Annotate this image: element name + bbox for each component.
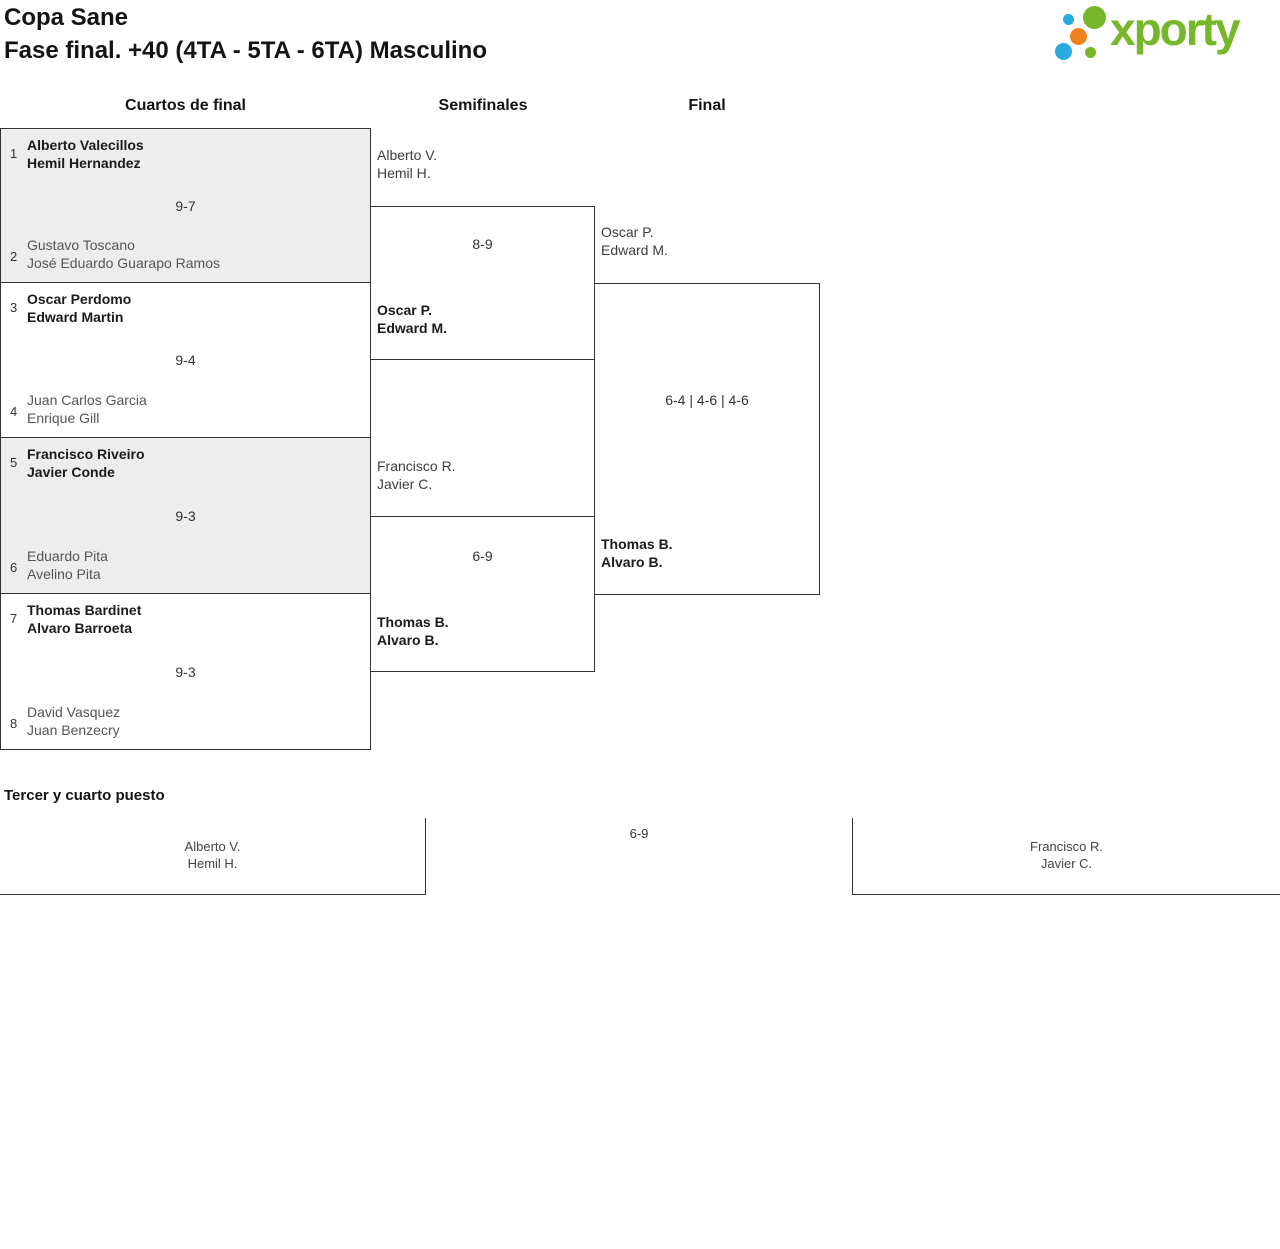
team-name: Alberto V. Hemil H. (377, 146, 437, 182)
match-score: 9-3 (175, 507, 196, 524)
xporty-logo[interactable]: xporty (1046, 0, 1280, 70)
player-name: Edward M. (601, 242, 668, 258)
player-name: Alberto V. (184, 839, 241, 854)
player-name: Oscar P. (601, 224, 654, 240)
team-name: David Vasquez Juan Benzecry (27, 703, 120, 739)
final-match-score: 6-4 | 4-6 | 4-6 (665, 392, 749, 408)
final-match-connector (594, 283, 820, 595)
match-score: 9-7 (175, 197, 196, 214)
logo-dot-green-small-icon (1085, 47, 1096, 58)
match-score: 9-3 (175, 663, 196, 680)
qf-match-3: 5 Francisco Riveiro Javier Conde 9-3 Edu… (0, 438, 371, 594)
team-name: Gustavo Toscano José Eduardo Guarapo Ram… (27, 236, 220, 272)
match-score: 8-9 (472, 236, 493, 252)
player-name: Alberto V. (377, 147, 438, 163)
player-name: José Eduardo Guarapo Ramos (27, 255, 220, 271)
page-title-block: Copa Sane Fase final. +40 (4TA - 5TA - 6… (4, 1, 487, 67)
player-name: Hemil Hernandez (27, 155, 141, 171)
player-name: Enrique Gill (27, 410, 100, 426)
logo-dot-blue-small-icon (1063, 14, 1074, 25)
player-name: Alvaro B. (377, 632, 439, 648)
player-name: Javier C. (1040, 856, 1093, 871)
team-name-winner: Thomas B. Alvaro B. (601, 535, 673, 571)
player-name: David Vasquez (27, 704, 121, 720)
qf-match-4: 7 Thomas Bardinet Alvaro Barroeta 9-3 Da… (0, 594, 371, 750)
team-name-winner: Thomas B. Alvaro B. (377, 613, 449, 649)
team-name: Francisco R. Javier C. (377, 457, 456, 493)
player-name: Juan Carlos Garcia (27, 392, 147, 408)
player-name: Francisco R. (377, 458, 456, 474)
team-name-winner: Oscar Perdomo Edward Martin (27, 290, 131, 326)
logo-dot-blue-large-icon (1055, 43, 1072, 60)
player-name: Eduardo Pita (27, 548, 108, 564)
player-name: Hemil H. (377, 165, 431, 181)
team-name-winner: Thomas Bardinet Alvaro Barroeta (27, 601, 141, 637)
player-name: Avelino Pita (27, 566, 101, 582)
third-place-heading: Tercer y cuarto puesto (4, 787, 165, 804)
player-name: Thomas Bardinet (27, 602, 142, 618)
seed-number: 4 (10, 404, 18, 419)
team-name-winner: Oscar P. Edward M. (377, 301, 447, 337)
player-name: Francisco Riveiro (27, 446, 145, 462)
team-name: Eduardo Pita Avelino Pita (27, 547, 108, 583)
seed-number: 2 (10, 249, 18, 264)
player-name: Alvaro Barroeta (27, 620, 133, 636)
round-header-semifinals: Semifinales (438, 97, 528, 114)
third-place-left-connector: Alberto V. Hemil H. (0, 818, 426, 895)
player-name: Alvaro B. (601, 554, 663, 570)
team-name: Francisco R. Javier C. (853, 838, 1280, 872)
player-name: Oscar Perdomo (27, 291, 132, 307)
logo-dot-orange-icon (1070, 28, 1087, 45)
team-name-winner: Alberto Valecillos Hemil Hernandez (27, 136, 144, 172)
player-name: Thomas B. (601, 536, 673, 552)
phase-subtitle: Fase final. +40 (4TA - 5TA - 6TA) Mascul… (4, 37, 487, 64)
seed-number: 8 (10, 716, 18, 731)
player-name: Hemil H. (187, 856, 238, 871)
logo-wordmark: xporty (1110, 3, 1241, 55)
player-name: Edward M. (377, 320, 448, 336)
player-name: Francisco R. (1030, 839, 1103, 854)
seed-number: 6 (10, 560, 18, 575)
player-name: Alberto Valecillos (27, 137, 144, 153)
seed-number: 7 (10, 611, 18, 626)
logo-dot-green-large-icon (1083, 6, 1106, 29)
round-header-final: Final (688, 97, 726, 114)
third-place-right-connector: Francisco R. Javier C. (852, 818, 1280, 895)
seed-number: 3 (10, 300, 18, 315)
player-name: Gustavo Toscano (27, 237, 135, 253)
team-name: Oscar P. Edward M. (601, 223, 668, 259)
round-header-quarterfinals: Cuartos de final (125, 97, 246, 114)
team-name: Juan Carlos Garcia Enrique Gill (27, 391, 147, 427)
player-name: Javier Conde (27, 464, 115, 480)
player-name: Thomas B. (377, 614, 449, 630)
match-score: 9-4 (175, 352, 196, 368)
player-name: Oscar P. (377, 302, 433, 318)
seed-number: 5 (10, 455, 18, 470)
player-name: Edward Martin (27, 309, 124, 325)
qf-match-2: 3 Oscar Perdomo Edward Martin 9-4 Juan C… (0, 283, 371, 438)
team-name-winner: Francisco Riveiro Javier Conde (27, 445, 145, 481)
player-name: Juan Benzecry (27, 722, 120, 738)
seed-number: 1 (10, 146, 18, 161)
qf-match-1: 1 Alberto Valecillos Hemil Hernandez 9-7… (0, 128, 371, 283)
match-score: 6-9 (472, 548, 493, 564)
team-name: Alberto V. Hemil H. (0, 838, 425, 872)
player-name: Javier C. (377, 476, 433, 492)
third-place-score: 6-9 (629, 826, 649, 841)
tournament-title: Copa Sane (4, 4, 129, 31)
